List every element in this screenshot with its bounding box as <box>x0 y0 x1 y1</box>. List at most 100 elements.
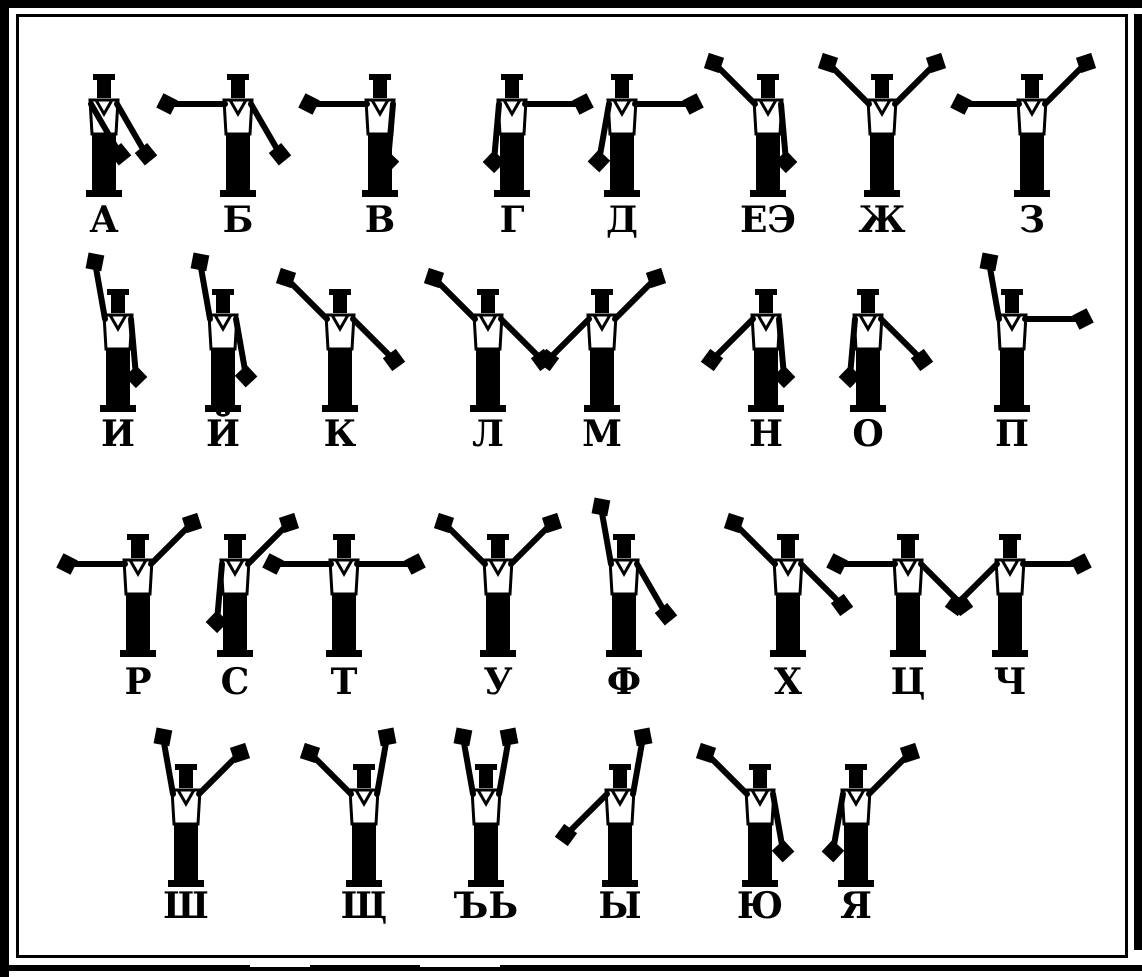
head <box>759 295 773 313</box>
semaphore-figure: ЪЬ <box>454 728 519 927</box>
cap-brim <box>871 74 893 80</box>
cap-brim <box>477 289 499 295</box>
semaphore-figure: З <box>950 53 1096 241</box>
flag <box>822 840 845 863</box>
feet <box>100 405 136 412</box>
letter-label: М <box>582 413 622 455</box>
legs <box>126 594 150 652</box>
cap-brim <box>757 74 779 80</box>
head <box>861 295 875 313</box>
head <box>179 770 193 788</box>
flag <box>454 728 473 747</box>
semaphore-figure: И <box>86 253 148 455</box>
semaphore-figure: М <box>537 268 666 455</box>
semaphore-figure: Ч <box>945 534 1092 703</box>
arm <box>881 319 918 356</box>
legs <box>844 824 868 882</box>
semaphore-figure: Ц <box>826 534 973 703</box>
flag <box>298 93 320 115</box>
feet <box>220 190 256 197</box>
feet <box>850 405 886 412</box>
semaphore-figure: Л <box>424 268 553 455</box>
head <box>373 80 387 98</box>
feet <box>470 405 506 412</box>
cap-brim <box>369 74 391 80</box>
semaphore-figure: П <box>980 253 1094 455</box>
letter-label: Х <box>774 661 802 703</box>
arm <box>633 743 642 794</box>
cap-brim <box>1001 289 1023 295</box>
cap-brim <box>212 289 234 295</box>
arm <box>199 757 236 794</box>
head <box>97 80 111 98</box>
arm <box>96 268 105 319</box>
flag <box>191 253 210 272</box>
arm <box>602 513 611 564</box>
feet <box>994 405 1030 412</box>
semaphore-figure: Р <box>56 513 202 703</box>
feet <box>748 405 784 412</box>
semaphore-figure: Ж <box>818 53 946 241</box>
semaphore-figure: Г <box>483 74 594 241</box>
arm <box>217 564 222 616</box>
letter-label: З <box>1019 199 1045 241</box>
semaphore-figure: О <box>839 289 934 455</box>
cap-brim <box>329 289 351 295</box>
letter-label: Н <box>749 413 783 455</box>
arm <box>869 757 906 794</box>
legs <box>211 349 235 407</box>
cap-brim <box>613 534 635 540</box>
flag <box>572 93 594 115</box>
flag <box>980 253 999 272</box>
head <box>901 540 915 558</box>
semaphore-figure: Т <box>262 534 426 703</box>
arm <box>570 794 607 831</box>
flag <box>500 728 519 747</box>
arm <box>990 268 999 319</box>
feet <box>322 405 358 412</box>
arm <box>353 319 390 356</box>
semaphore-figure: К <box>276 268 405 455</box>
flag <box>235 365 258 388</box>
cap-brim <box>487 534 509 540</box>
feet <box>890 650 926 657</box>
letter-label: О <box>852 413 883 455</box>
head <box>753 770 767 788</box>
legs <box>590 349 614 407</box>
letter-label: Й <box>206 410 240 455</box>
arm <box>164 743 173 794</box>
cap-brim <box>475 764 497 770</box>
arm <box>464 743 473 794</box>
feet <box>205 405 241 412</box>
arm <box>738 527 775 564</box>
legs <box>352 824 376 882</box>
arm <box>1045 67 1082 104</box>
cap-brim <box>755 289 777 295</box>
head <box>761 80 775 98</box>
semaphore-figure: В <box>298 74 399 241</box>
arm <box>499 743 508 794</box>
arm <box>552 319 589 356</box>
letter-label: Я <box>840 885 872 927</box>
flag <box>378 728 397 747</box>
arm <box>438 282 475 319</box>
legs <box>612 594 636 652</box>
arm <box>448 527 485 564</box>
cap-brim <box>749 764 771 770</box>
arm <box>236 319 245 370</box>
arm <box>895 67 932 104</box>
semaphore-figure: Д <box>588 74 704 241</box>
legs <box>332 594 356 652</box>
head <box>875 80 889 98</box>
flag <box>1072 308 1094 330</box>
cap-brim <box>93 74 115 80</box>
flag <box>588 150 611 173</box>
feet <box>584 405 620 412</box>
head <box>1005 295 1019 313</box>
cap-brim <box>857 289 879 295</box>
feet <box>120 650 156 657</box>
cap-brim <box>591 289 613 295</box>
head <box>1003 540 1017 558</box>
head <box>481 295 495 313</box>
letter-label: И <box>101 413 135 455</box>
